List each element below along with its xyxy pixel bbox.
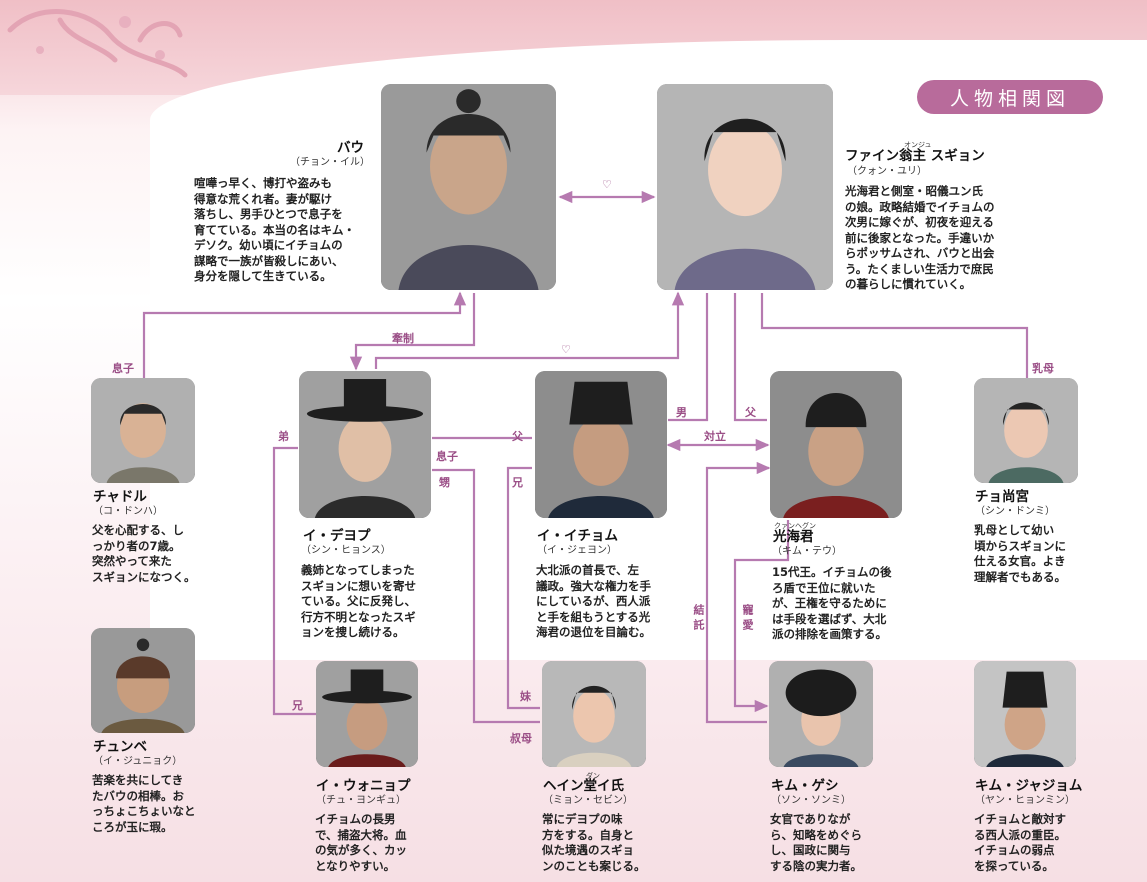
actor-name-chadol: （コ・ドンハ） bbox=[93, 506, 163, 517]
actor-name-cho: （シン・ドンミ） bbox=[975, 506, 1055, 517]
character-desc-ichom: 大北派の首長で、左 議政。強大な権力を手 にしているが、西人派 と手を組もうとす… bbox=[536, 563, 651, 639]
character-name-kwanghae: 光海君 bbox=[773, 529, 814, 545]
portrait-chunbe bbox=[91, 628, 195, 733]
line-kwanghae-gesi bbox=[733, 520, 790, 713]
character-name-deyop: イ・デヨプ bbox=[303, 528, 371, 544]
portrait-ichom bbox=[535, 371, 667, 518]
line-sugyon-kwanghae bbox=[733, 293, 767, 422]
line-chadol-bau bbox=[142, 291, 467, 378]
relation-label-younger-brother: 弟 bbox=[278, 430, 289, 443]
character-desc-sugyon: 光海君と側室・昭儀ユン氏 の娘。政略結婚でイチョムの 次男に嫁ぐが、初夜を迎える… bbox=[845, 184, 995, 291]
line-bau-deyop bbox=[349, 293, 476, 371]
relation-label-husband: 男 bbox=[676, 406, 687, 419]
content-background bbox=[150, 40, 1147, 660]
actor-name-chunbe: （イ・ジュニョク） bbox=[93, 756, 183, 767]
relation-label-alliance: 結託 bbox=[692, 604, 705, 634]
relation-label-nephew: 甥 bbox=[439, 476, 450, 489]
character-desc-bau: 喧嘩っ早く、博打や盗みも 得意な荒くれ者。妻が駆け 落ちし、男手ひとつで息子を … bbox=[194, 176, 355, 283]
relation-label-aunt: 叔母 bbox=[510, 732, 532, 745]
portrait-jajom bbox=[974, 661, 1076, 767]
portrait-deyop bbox=[299, 371, 431, 518]
character-desc-deyop: 義姉となってしまった スギョンに想いを寄せ ている。父に反発し、 行方不明となっ… bbox=[301, 563, 416, 639]
ruby-sugyon: オンジュ bbox=[904, 141, 932, 149]
portrait-wonyop bbox=[316, 661, 418, 767]
character-name-cho: チョ尚宮 bbox=[975, 489, 1029, 505]
character-name-hein: ヘイン堂イ氏 bbox=[543, 778, 624, 794]
actor-name-sugyon: （クォン・ユリ） bbox=[847, 166, 927, 177]
relation-label-favor: 寵愛 bbox=[741, 604, 754, 634]
actor-name-gesi: （ソン・ソンミ） bbox=[771, 795, 851, 806]
actor-name-ichom: （イ・ジェヨン） bbox=[537, 545, 617, 556]
actor-name-wonyop: （チュ・ヨンギュ） bbox=[316, 795, 406, 806]
character-name-chadol: チャドル bbox=[93, 489, 147, 505]
relation-label-rivalry: 対立 bbox=[704, 430, 726, 443]
relation-label-older-brother: 兄 bbox=[292, 699, 303, 712]
ruby-kwanghae: クァンヘグン bbox=[774, 522, 816, 530]
page-title-badge: 人物相関図 bbox=[917, 80, 1103, 114]
heart-icon: ♡ bbox=[602, 178, 612, 191]
line-gesi-kwanghae bbox=[705, 461, 771, 724]
relation-label-son: 息子 bbox=[436, 450, 458, 463]
character-desc-chunbe: 苦楽を共にしてき たバウの相棒。お っちょこちょいなと ころが玉に瑕。 bbox=[92, 773, 196, 834]
relation-label-restrain: 牽制 bbox=[392, 332, 414, 345]
portrait-cho bbox=[974, 378, 1078, 483]
portrait-chadol bbox=[91, 378, 195, 483]
character-desc-kwanghae: 15代王。イチョムの後 ろ盾で王位に就いた が、王権を守るために は手段を選ばず… bbox=[772, 565, 892, 641]
character-name-bau: バウ bbox=[337, 140, 364, 156]
ruby-hein: ダン bbox=[586, 772, 600, 780]
heart-icon: ♡ bbox=[561, 343, 571, 356]
actor-name-bau: （チョン・イル） bbox=[290, 157, 370, 168]
actor-name-hein: （ミョン・セビン） bbox=[543, 795, 633, 806]
character-desc-cho: 乳母として幼い 頃からスギョンに 仕える女官。よき 理解者でもある。 bbox=[974, 523, 1066, 584]
portrait-sugyon bbox=[657, 84, 833, 290]
relation-label-nanny: 乳母 bbox=[1032, 362, 1054, 375]
relation-label-father: 父 bbox=[745, 406, 756, 419]
relation-label-son: 息子 bbox=[112, 362, 134, 375]
portrait-kwanghae bbox=[770, 371, 902, 518]
line-ichom-hein bbox=[506, 466, 540, 710]
portrait-bau bbox=[381, 84, 556, 290]
character-name-jajom: キム・ジャジョム bbox=[975, 778, 1083, 794]
character-desc-hein: 常にデヨプの味 方をする。自身と 似た境遇のスギョ ンのことも案じる。 bbox=[542, 812, 646, 873]
relation-label-younger-sister: 妹 bbox=[520, 690, 531, 703]
character-name-sugyon: ファイン翁主 スギョン bbox=[845, 148, 985, 164]
portrait-hein bbox=[542, 661, 646, 767]
character-name-gesi: キム・ゲシ bbox=[771, 778, 839, 794]
character-name-chunbe: チュンベ bbox=[93, 739, 147, 755]
relation-label-older-brother: 兄 bbox=[512, 476, 523, 489]
actor-name-deyop: （シン・ヒョンス） bbox=[301, 545, 391, 556]
character-name-ichom: イ・イチョム bbox=[537, 528, 618, 544]
character-desc-wonyop: イチョムの長男 で、捕盗大将。血 の気が多く、カッ となりやすい。 bbox=[315, 812, 407, 873]
line-deyop-wonyop bbox=[272, 446, 316, 716]
actor-name-kwanghae: （キム・テウ） bbox=[772, 546, 842, 557]
character-desc-gesi: 女官でありなが ら、知略をめぐら し、国政に関与 する陰の実力者。 bbox=[770, 812, 862, 873]
relation-label-father: 父 bbox=[512, 430, 523, 443]
portrait-gesi bbox=[769, 661, 873, 767]
actor-name-jajom: （ヤン・ヒョンミン） bbox=[975, 795, 1075, 806]
floral-ornament bbox=[7, 9, 188, 78]
character-desc-chadol: 父を心配する、し っかり者の7歳。 突然やって来た スギョンになつく。 bbox=[92, 523, 196, 584]
character-name-wonyop: イ・ウォニョプ bbox=[316, 778, 411, 794]
line-deyop-sugyon bbox=[374, 291, 685, 369]
character-desc-jajom: イチョムと敵対す る西人派の重臣。 イチョムの弱点 を探っている。 bbox=[974, 812, 1066, 873]
line-sugyon-cho bbox=[760, 293, 1029, 378]
line-deyop-hein bbox=[432, 468, 540, 724]
line-sugyon-ichom bbox=[668, 293, 709, 422]
